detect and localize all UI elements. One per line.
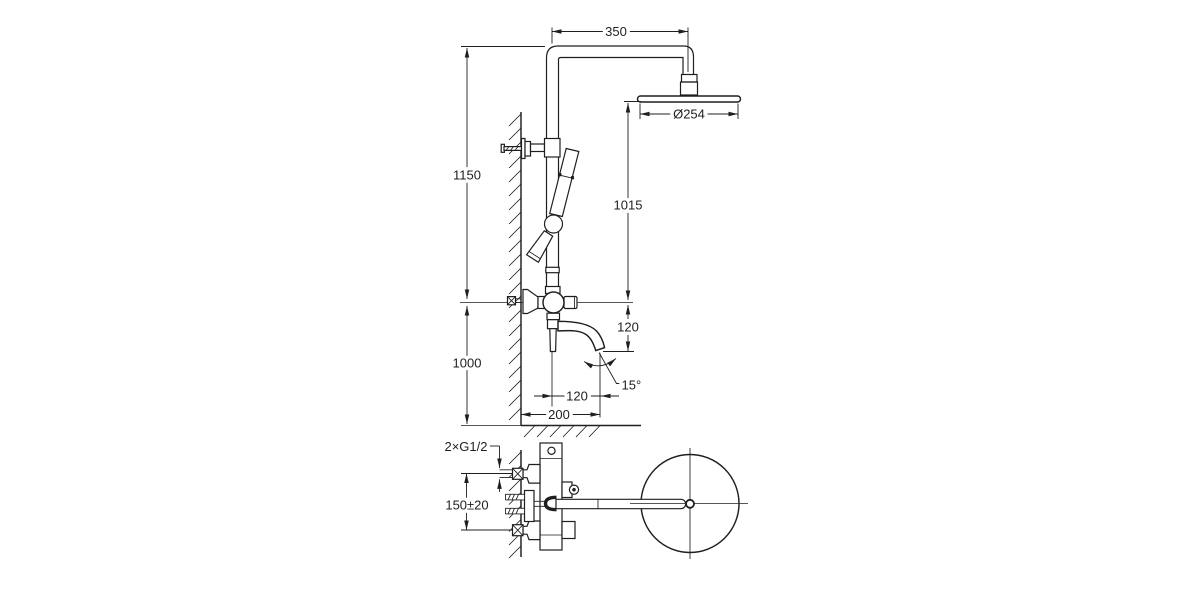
hand-shower-handle	[548, 147, 580, 218]
overhead-shower	[636, 73, 742, 103]
head-connector-collar	[680, 73, 698, 83]
diverter-knurl-ring	[546, 312, 561, 321]
lower-block-plan	[561, 520, 576, 540]
spindle-lines	[534, 500, 546, 507]
valve-body-circle	[542, 291, 565, 314]
plan-mounting	[505, 489, 535, 523]
label-inlet-thread: 2×G1/2	[441, 436, 502, 492]
tub-spout	[557, 320, 606, 352]
holder-ball-joint	[543, 214, 564, 234]
top-cap-screw	[547, 446, 556, 455]
front-view: 350 Ø254 1150 1015 120 1000	[449, 21, 742, 438]
dimensions-front: 350 Ø254 1150 1015 120 1000	[449, 21, 739, 426]
inlet-screw-cross	[507, 296, 522, 306]
plan-overhead-shower	[555, 448, 748, 559]
lever-handle	[549, 328, 557, 353]
head-connector-knurl	[679, 81, 699, 96]
mount-screw-2	[505, 507, 525, 515]
wall-section	[461, 112, 641, 438]
mount-plate-plan	[523, 489, 535, 523]
spout-elbow-plan	[543, 495, 557, 512]
valve-body-divisions	[540, 458, 562, 536]
dim-350: 350	[552, 21, 688, 43]
diverter-knob-center	[572, 487, 576, 492]
plan-view: 150±20 2×G1/2	[441, 436, 748, 559]
shower-arm-plan	[555, 498, 687, 510]
dim-1015: 1015	[610, 103, 646, 300]
inlet-screw-top-cross	[512, 468, 524, 480]
mount-screw-1	[505, 493, 525, 501]
dim-1000-label: 1000	[453, 356, 482, 371]
dim-350-label: 350	[605, 24, 627, 39]
arm-end-knob	[685, 498, 695, 509]
plan-dimension-extensions	[461, 473, 517, 531]
handle-joint-line	[559, 174, 573, 179]
inlet-bell-bottom	[522, 520, 541, 541]
inlet-screw-bottom-cross	[512, 524, 524, 536]
hand-shower-head-cone	[525, 229, 554, 264]
dim-200-label: 200	[548, 407, 570, 422]
dim-spout-angle: 15°	[583, 352, 645, 396]
mount-screw-2-threads	[507, 508, 519, 515]
plan-wall-section	[508, 450, 522, 559]
wall-escutcheon	[522, 288, 539, 315]
wall-flange-inner	[524, 140, 532, 157]
inlet-bell-top	[522, 463, 541, 484]
dim-120v-label: 120	[617, 320, 639, 335]
dim-120h-label: 120	[566, 389, 588, 404]
dim-120-horizontal: 120	[534, 385, 619, 407]
plan-valve-body	[534, 442, 580, 551]
inlet-pipe-lines-top	[499, 469, 513, 478]
extension-lines	[461, 27, 739, 418]
screw-thread-ticks	[505, 146, 519, 151]
mixer-valve	[506, 285, 606, 353]
hand-shower	[525, 147, 580, 274]
dim-120-vertical: 120	[614, 305, 642, 351]
dim-1015-label: 1015	[614, 198, 643, 213]
floor-hatching	[523, 425, 601, 438]
slider-block	[543, 137, 561, 158]
wall-hatching	[508, 113, 522, 421]
plan-bottom-inlet	[511, 520, 541, 541]
slide-bar-bracket	[500, 137, 561, 160]
dim-inlet-spacing: 150±20	[442, 473, 492, 530]
dim-200: 200	[521, 404, 600, 426]
dim-1000: 1000	[449, 306, 485, 424]
dim-1150: 1150	[450, 48, 484, 299]
pipe-outline	[545, 45, 695, 287]
head-cone-face-line	[528, 250, 541, 260]
valve-right-cylinder	[563, 295, 578, 310]
bracket-arm	[529, 143, 546, 153]
thread-label: 2×G1/2	[444, 439, 487, 454]
handle-clip-left	[558, 173, 562, 177]
dim-1150-label: 1150	[453, 168, 481, 183]
handle-clip-right	[570, 176, 575, 180]
lower-valve-body	[546, 319, 560, 330]
angle-reference-line	[598, 352, 621, 384]
dim-diameter-label: Ø254	[673, 107, 705, 122]
dim-angle-label: 15°	[622, 378, 642, 393]
plan-top-inlet	[499, 463, 541, 484]
shower-head-plate	[636, 95, 742, 103]
riser-ring	[545, 266, 560, 274]
mount-screw-1-threads	[507, 494, 519, 501]
angle-arc	[583, 358, 617, 369]
riser-pipe	[545, 45, 695, 287]
dim-150-label: 150±20	[445, 498, 488, 513]
dim-head-diameter: Ø254	[640, 103, 738, 125]
